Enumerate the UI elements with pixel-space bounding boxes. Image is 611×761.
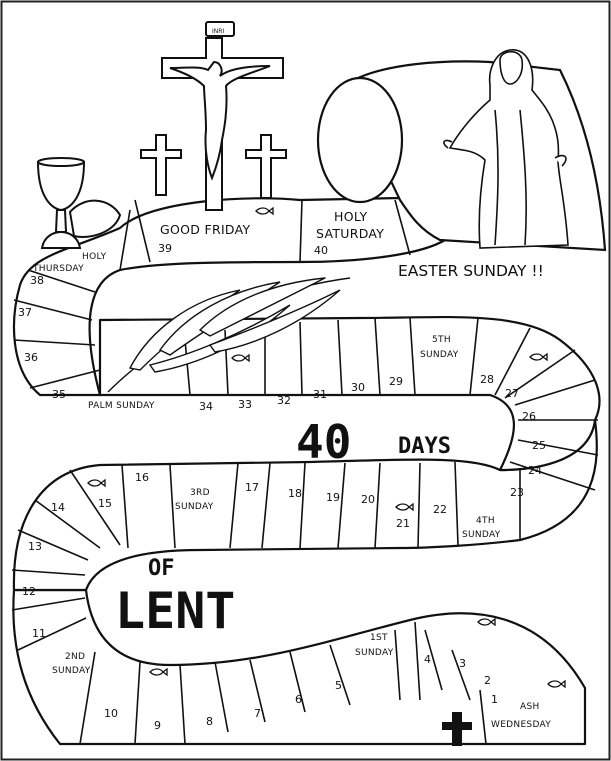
palm-sunday-label: PALM SUNDAY [88,401,155,411]
second-sunday-line1: 2ND [65,652,85,662]
inri-plaque [205,21,235,37]
holy-saturday-line1: HOLY [334,209,367,224]
title-lent: LENT [115,582,235,640]
title-40: 40 [296,415,351,469]
space-38: 38 [30,274,44,287]
fish-icon [477,617,496,627]
space-29: 29 [389,375,403,388]
holy-thursday-line1: HOLY [82,252,107,262]
space-11: 11 [32,627,46,640]
space-33: 33 [238,398,252,411]
title-days: DAYS [398,434,451,459]
calvary-crosses [140,21,287,211]
space-1: 1 [491,693,498,706]
right-cross-icon [245,134,287,199]
special-captions: ASH WEDNESDAY 1ST SUNDAY 2ND SUNDAY 3RD … [32,209,551,730]
title-of: OF [148,556,175,581]
inri-text: INRI [212,28,224,35]
space-36: 36 [24,351,38,364]
day-numbers: 1 2 3 4 5 6 7 8 9 10 11 12 13 14 15 16 1… [18,242,546,732]
fish-icon [547,679,566,689]
space-25: 25 [532,439,546,452]
space-34: 34 [199,400,213,413]
space-10: 10 [104,707,118,720]
space-31: 31 [313,388,327,401]
space-26: 26 [522,410,536,423]
space-7: 7 [254,707,261,720]
space-28: 28 [480,373,494,386]
fish-icon [529,352,548,362]
fish-icons [87,206,566,689]
tomb-stone-icon [316,76,404,204]
space-20: 20 [361,493,375,506]
space-18: 18 [288,487,302,500]
space-15: 15 [98,497,112,510]
fish-icon [149,667,168,677]
palm-frond-icon [107,277,351,393]
space-5: 5 [335,679,342,692]
fish-icon [395,502,414,512]
ash-wednesday-line2: WEDNESDAY [491,720,551,730]
path-band-bottom [12,588,587,746]
space-9: 9 [154,719,161,732]
holy-thursday-line2: THURSDAY [32,264,84,274]
easter-sunday-label: EASTER SUNDAY !! [398,262,544,280]
space-13: 13 [28,540,42,553]
ash-cross-icon [442,712,472,746]
space-2: 2 [484,674,491,687]
space-3: 3 [459,657,466,670]
fifth-sunday-line1: 5TH [432,335,451,345]
space-4: 4 [424,653,431,666]
space-14: 14 [51,501,65,514]
risen-jesus-icon [443,49,569,249]
space-12: 12 [22,585,36,598]
space-22: 22 [433,503,447,516]
fish-icon [255,206,274,216]
first-sunday-line2: SUNDAY [355,648,394,658]
chalice-icon [36,157,122,249]
fourth-sunday-line2: SUNDAY [462,530,501,540]
second-sunday-line2: SUNDAY [52,666,91,676]
first-sunday-line1: 1ST [370,633,388,643]
title-block: 40 DAYS OF LENT [115,415,451,640]
space-39: 39 [158,242,172,255]
good-friday-label: GOOD FRIDAY [160,222,251,237]
space-24: 24 [528,464,542,477]
fourth-sunday-line1: 4TH [476,516,495,526]
space-dividers [11,199,599,745]
space-8: 8 [206,715,213,728]
fish-icon [87,478,106,488]
space-40: 40 [314,244,328,257]
third-sunday-line1: 3RD [190,488,210,498]
ash-wednesday-line1: ASH [520,702,540,712]
space-27: 27 [505,387,519,400]
holy-saturday-line2: SATURDAY [316,226,384,241]
space-37: 37 [18,306,32,319]
space-32: 32 [277,394,291,407]
third-sunday-line2: SUNDAY [175,502,214,512]
space-23: 23 [510,486,524,499]
space-19: 19 [326,491,340,504]
space-6: 6 [295,693,302,706]
space-35: 35 [52,388,66,401]
space-21: 21 [396,517,410,530]
space-17: 17 [245,481,259,494]
space-30: 30 [351,381,365,394]
left-cross-icon [140,134,182,196]
space-16: 16 [135,471,149,484]
fish-icon [231,353,250,363]
fifth-sunday-line2: SUNDAY [420,350,459,360]
